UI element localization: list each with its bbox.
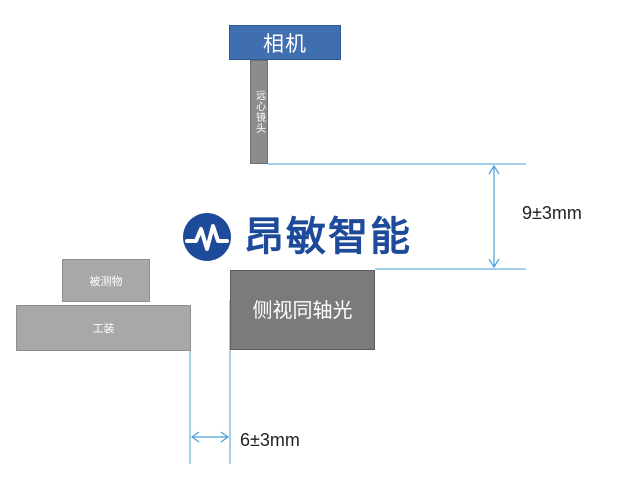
camera-block: 相机 (229, 25, 341, 60)
coaxial-light-block: 侧视同轴光 (230, 270, 375, 350)
fixture-block: 工装 (16, 305, 191, 351)
wave-circle-logo-icon (183, 213, 231, 261)
vertical-distance-label: 9±3mm (522, 203, 582, 223)
telecentric-lens-block: 远心镜头 (250, 60, 268, 164)
measured-object-block: 被测物 (62, 259, 150, 302)
horizontal-distance-label: 6±3mm (240, 430, 300, 450)
logo-text: 昂敏智能 (244, 214, 412, 260)
